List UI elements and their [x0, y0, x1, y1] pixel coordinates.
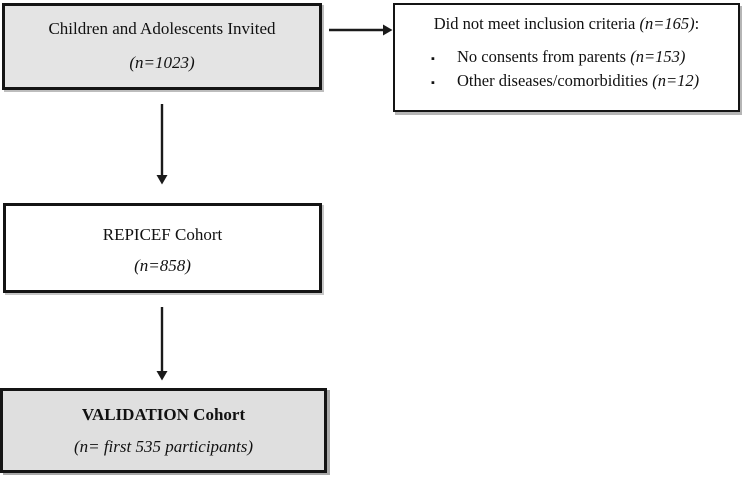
square-bullet-icon: ▪: [431, 77, 435, 89]
box-exclusion-count: (n=165): [639, 14, 695, 33]
box-invited: Children and Adolescents Invited (n=1023…: [2, 3, 322, 90]
box-invited-title: Children and Adolescents Invited: [48, 19, 276, 38]
arrow-down-repicef-to-validation: [156, 307, 168, 381]
box-repicef-count: (n=858): [134, 256, 191, 275]
box-exclusion-title: Did not meet inclusion criteria: [433, 14, 636, 33]
box-exclusion-colon: :: [694, 14, 700, 33]
arrow-right-invited-to-exclusion: [329, 24, 393, 36]
box-validation-cohort: VALIDATION Cohort (n= first 535 particip…: [0, 388, 327, 473]
list-item: ▪ No consents from parents (n=153): [395, 46, 738, 70]
exclusion-reason-1: No consents from parents: [457, 47, 627, 66]
box-exclusion-heading: Did not meet inclusion criteria (n=165):: [395, 13, 738, 35]
box-repicef-cohort: REPICEF Cohort (n=858): [3, 203, 322, 293]
exclusion-reason-text: Other diseases/comorbidities (n=12): [457, 70, 699, 91]
exclusion-reason-1-count: (n=153): [630, 47, 686, 66]
arrow-down-invited-to-repicef: [156, 104, 168, 185]
exclusion-reasons-list: ▪ No consents from parents (n=153) ▪ Oth…: [395, 46, 738, 94]
exclusion-reason-2: Other diseases/comorbidities: [457, 71, 649, 90]
box-validation-count: (n= first 535 participants): [73, 437, 254, 456]
box-invited-count: (n=1023): [129, 53, 195, 72]
box-validation-title: VALIDATION Cohort: [81, 405, 246, 424]
square-bullet-icon: ▪: [431, 53, 435, 65]
box-repicef-title: REPICEF Cohort: [102, 225, 223, 244]
exclusion-reason-text: No consents from parents (n=153): [457, 46, 685, 67]
exclusion-reason-2-count: (n=12): [652, 71, 700, 90]
box-exclusion-criteria: Did not meet inclusion criteria (n=165):…: [393, 3, 740, 112]
list-item: ▪ Other diseases/comorbidities (n=12): [395, 70, 738, 94]
